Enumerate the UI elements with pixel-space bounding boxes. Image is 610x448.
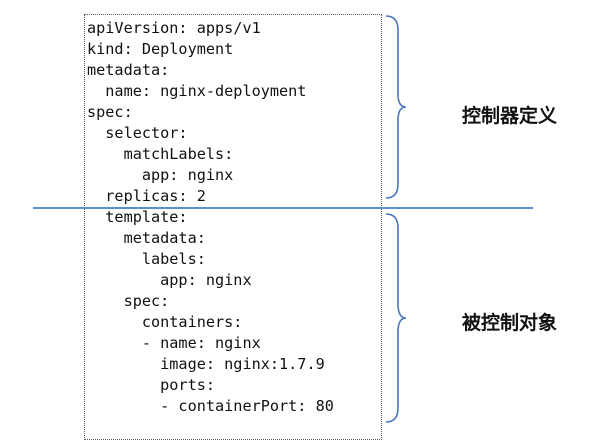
- code-line: replicas: 2: [87, 187, 206, 205]
- code-line: containers:: [87, 313, 243, 331]
- code-line: spec:: [87, 103, 133, 121]
- code-line: spec:: [87, 292, 170, 310]
- controlled-object-label: 被控制对象: [462, 312, 558, 334]
- code-line: metadata:: [87, 61, 170, 79]
- code-line: image: nginx:1.7.9: [87, 355, 325, 373]
- code-line: - name: nginx: [87, 334, 261, 352]
- section-divider-line: [33, 207, 533, 209]
- code-line: kind: Deployment: [87, 40, 234, 58]
- code-line: metadata:: [87, 229, 206, 247]
- controller-definition-label: 控制器定义: [462, 105, 558, 127]
- code-line: labels:: [87, 250, 206, 268]
- right-curly-brace-icon: [385, 213, 407, 423]
- right-curly-brace-icon: [385, 15, 407, 199]
- code-line: apiVersion: apps/v1: [87, 19, 261, 37]
- code-line: template:: [87, 208, 188, 226]
- code-line: app: nginx: [87, 271, 252, 289]
- code-line: ports:: [87, 376, 216, 394]
- yaml-code-box: [84, 14, 382, 440]
- code-line: - containerPort: 80: [87, 397, 334, 415]
- code-line: matchLabels:: [87, 145, 234, 163]
- code-line: name: nginx-deployment: [87, 82, 307, 100]
- yaml-code-block: apiVersion: apps/v1 kind: Deployment met…: [87, 18, 334, 417]
- code-line: app: nginx: [87, 166, 234, 184]
- code-line: selector:: [87, 124, 188, 142]
